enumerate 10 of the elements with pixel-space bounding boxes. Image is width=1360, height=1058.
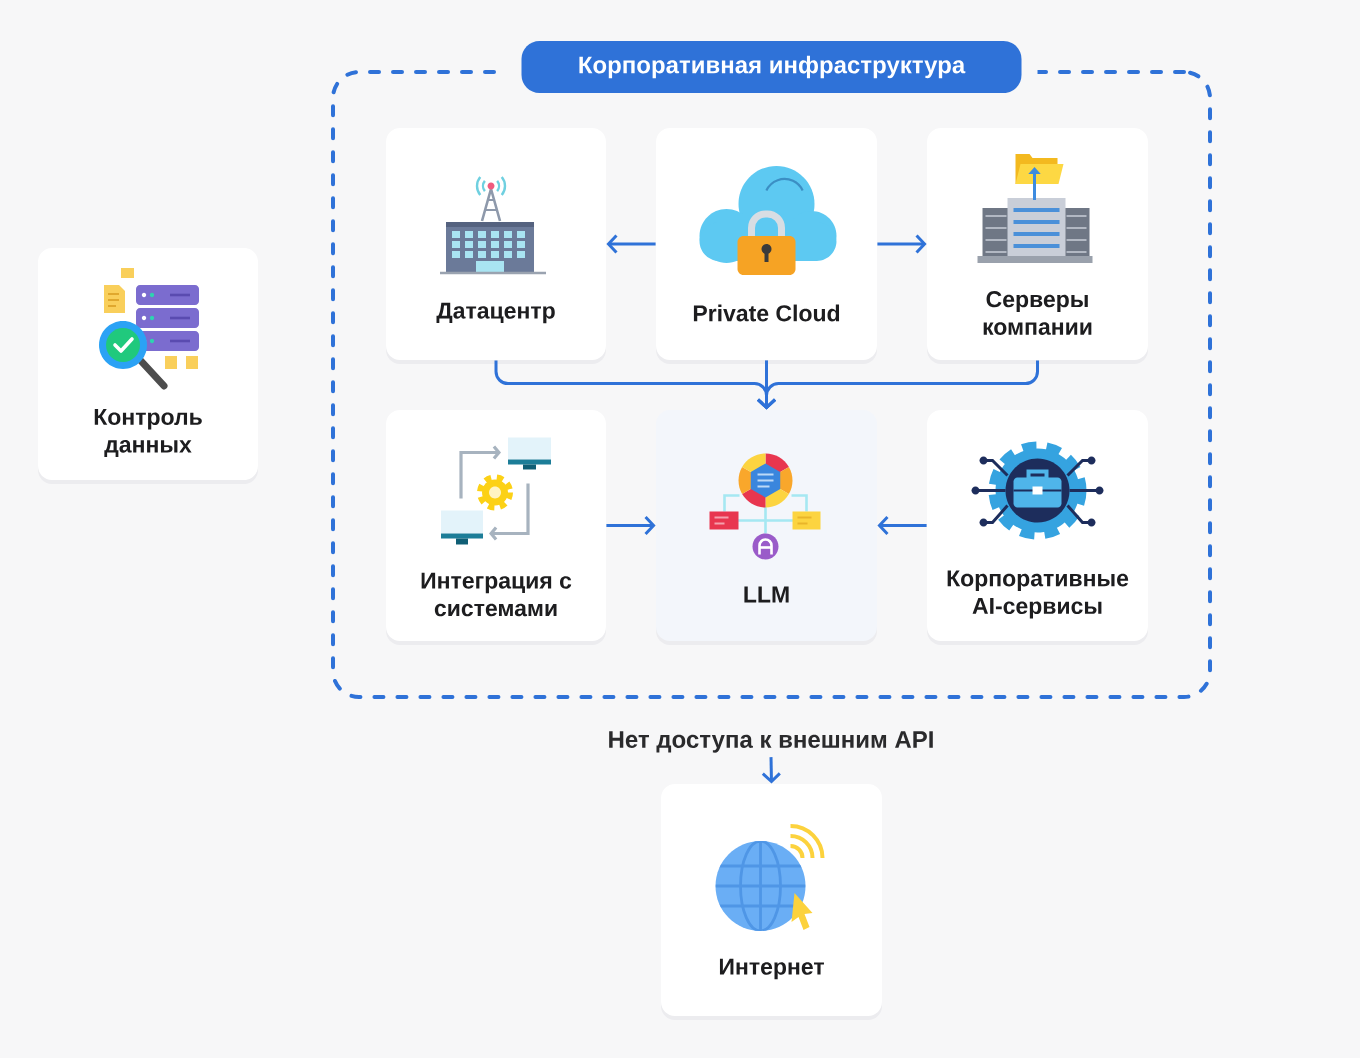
arrow [606, 515, 656, 535]
title-banner: Корпоративная инфраструктура [521, 41, 1022, 93]
card: Интеграция с системами [386, 410, 606, 645]
arrow [877, 515, 927, 535]
note-text: Нет доступа к внешним API [609, 731, 933, 753]
arrow [606, 234, 656, 254]
arrow [761, 757, 781, 784]
card: LLM [656, 410, 877, 645]
arrow [877, 234, 927, 254]
card: Датацентр [386, 128, 606, 364]
